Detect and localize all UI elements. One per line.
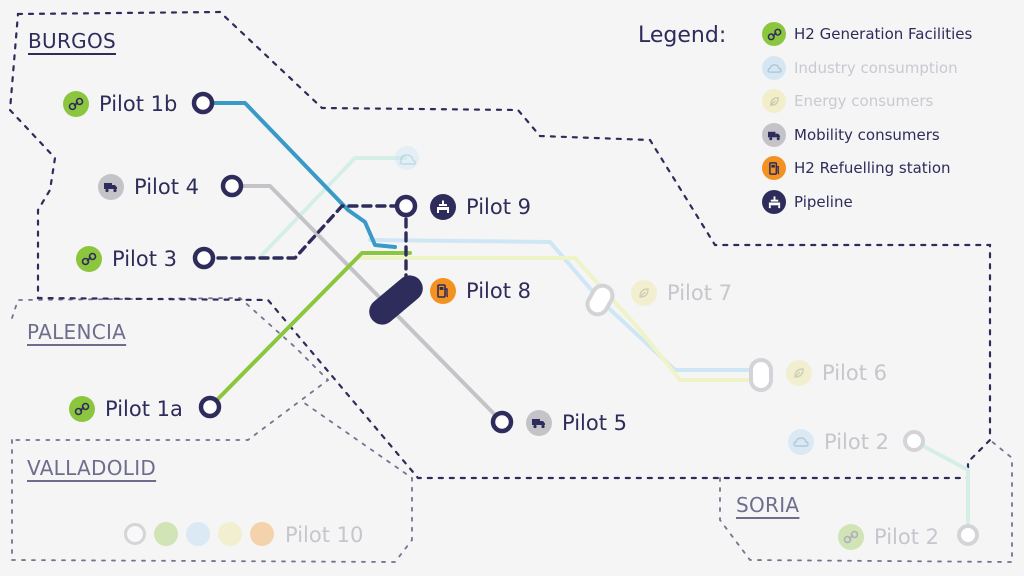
legend-item-pipeline[interactable]: Pipeline: [762, 189, 853, 215]
legend-item-refuelling[interactable]: H2 Refuelling station: [762, 155, 951, 181]
station-pilot2-lower: [957, 524, 979, 546]
route-pilot4-to-industry: [260, 156, 407, 257]
pipeline-icon: [430, 194, 456, 220]
pilot-label: Pilot 6: [822, 361, 887, 385]
burgos-boundary: [8, 10, 992, 480]
pilot-5[interactable]: Pilot 5: [526, 408, 627, 438]
industry-marker: [395, 146, 419, 170]
region-label-palencia: PALENCIA: [27, 320, 127, 344]
pilot-10-icons[interactable]: [124, 522, 274, 546]
route-pilot1a-to-hub: [208, 251, 412, 409]
station-pilot4: [220, 174, 244, 198]
pilot8-hub: [369, 275, 423, 325]
pilot-label: Pilot 4: [134, 175, 199, 199]
legend-item-energy[interactable]: Energy consumers: [762, 88, 933, 114]
pilot-9[interactable]: Pilot 9: [430, 192, 531, 222]
legend-item-h2-generation[interactable]: H2 Generation Facilities: [762, 21, 972, 47]
palencia-boundary: [11, 297, 330, 441]
legend-label: H2 Refuelling station: [794, 159, 951, 177]
pipeline-icon: [762, 190, 786, 214]
region-label-soria: SORIA: [736, 493, 800, 517]
station-pilot6: [749, 358, 773, 392]
fuel-pump-icon: [250, 522, 274, 546]
link-icon: [63, 91, 89, 117]
station-pilot9: [394, 194, 418, 218]
legend-item-industry[interactable]: Industry consumption: [762, 55, 958, 81]
truck-icon: [762, 123, 786, 147]
legend-label: Energy consumers: [794, 92, 934, 110]
legend-label: Industry consumption: [794, 59, 958, 77]
link-icon: [69, 396, 95, 422]
pilot-3[interactable]: Pilot 3: [76, 244, 177, 274]
pilot-1b[interactable]: Pilot 1b: [63, 89, 177, 119]
pilot-label: Pilot 2: [824, 430, 889, 454]
pilot-label: Pilot 7: [667, 281, 732, 305]
legend-label: Pipeline: [794, 193, 853, 211]
station-pilot1a: [198, 395, 222, 419]
route-yellow-faded: [358, 256, 762, 382]
fuel-pump-icon: [762, 156, 786, 180]
leaf-icon: [786, 360, 812, 386]
leaf-icon: [631, 280, 657, 306]
station-pilot1b: [191, 91, 215, 115]
cloud-icon: [186, 522, 210, 546]
route-pilot4-to-pilot5: [230, 184, 504, 424]
station-pilot5: [490, 410, 514, 434]
pilot-10-label[interactable]: Pilot 10: [285, 523, 364, 547]
leaf-icon: [762, 89, 786, 113]
pilot-label: Pilot 1b: [99, 92, 178, 116]
route-pilot2-to-pilot2: [912, 439, 970, 537]
pilot-label: Pilot 1a: [105, 397, 183, 421]
pilot-6[interactable]: Pilot 6: [786, 358, 887, 388]
pilot-1a[interactable]: Pilot 1a: [69, 394, 183, 424]
pilot-8[interactable]: Pilot 8: [430, 276, 531, 306]
cloud-icon: [762, 56, 786, 80]
link-icon: [76, 246, 102, 272]
link-icon: [838, 524, 864, 550]
legend-title: Legend:: [638, 23, 727, 48]
station-pilot7: [585, 283, 615, 317]
legend-label: Mobility consumers: [794, 126, 940, 144]
fuel-pump-icon: [430, 278, 456, 304]
station-pilot10: [124, 523, 146, 545]
valladolid-boundary: [11, 399, 413, 563]
pilot-label: Pilot 9: [466, 195, 531, 219]
legend-item-mobility[interactable]: Mobility consumers: [762, 122, 940, 148]
cloud-icon: [788, 429, 814, 455]
route-pilot1b-to-hub: [201, 101, 397, 249]
pilot-2-lower[interactable]: Pilot 2: [838, 522, 939, 552]
station-pilot3: [192, 246, 216, 270]
truck-icon: [526, 410, 552, 436]
pilot-label: Pilot 5: [562, 411, 627, 435]
soria-boundary: [719, 439, 1013, 563]
link-icon: [762, 22, 786, 46]
pipeline-pilot3-pilot9: [202, 204, 408, 294]
pilot-2-upper[interactable]: Pilot 2: [788, 427, 889, 457]
pilot-label: Pilot 8: [466, 279, 531, 303]
pilot-4[interactable]: Pilot 4: [98, 172, 199, 202]
pilot-label: Pilot 2: [874, 525, 939, 549]
link-icon: [154, 522, 178, 546]
station-pilot2-upper: [903, 430, 925, 452]
region-label-burgos: BURGOS: [28, 29, 116, 53]
region-label-valladolid: VALLADOLID: [27, 456, 157, 480]
truck-icon: [98, 174, 124, 200]
pilot-7[interactable]: Pilot 7: [631, 278, 732, 308]
legend-label: H2 Generation Facilities: [794, 25, 973, 43]
leaf-icon: [218, 522, 242, 546]
pilot-label: Pilot 3: [112, 247, 177, 271]
